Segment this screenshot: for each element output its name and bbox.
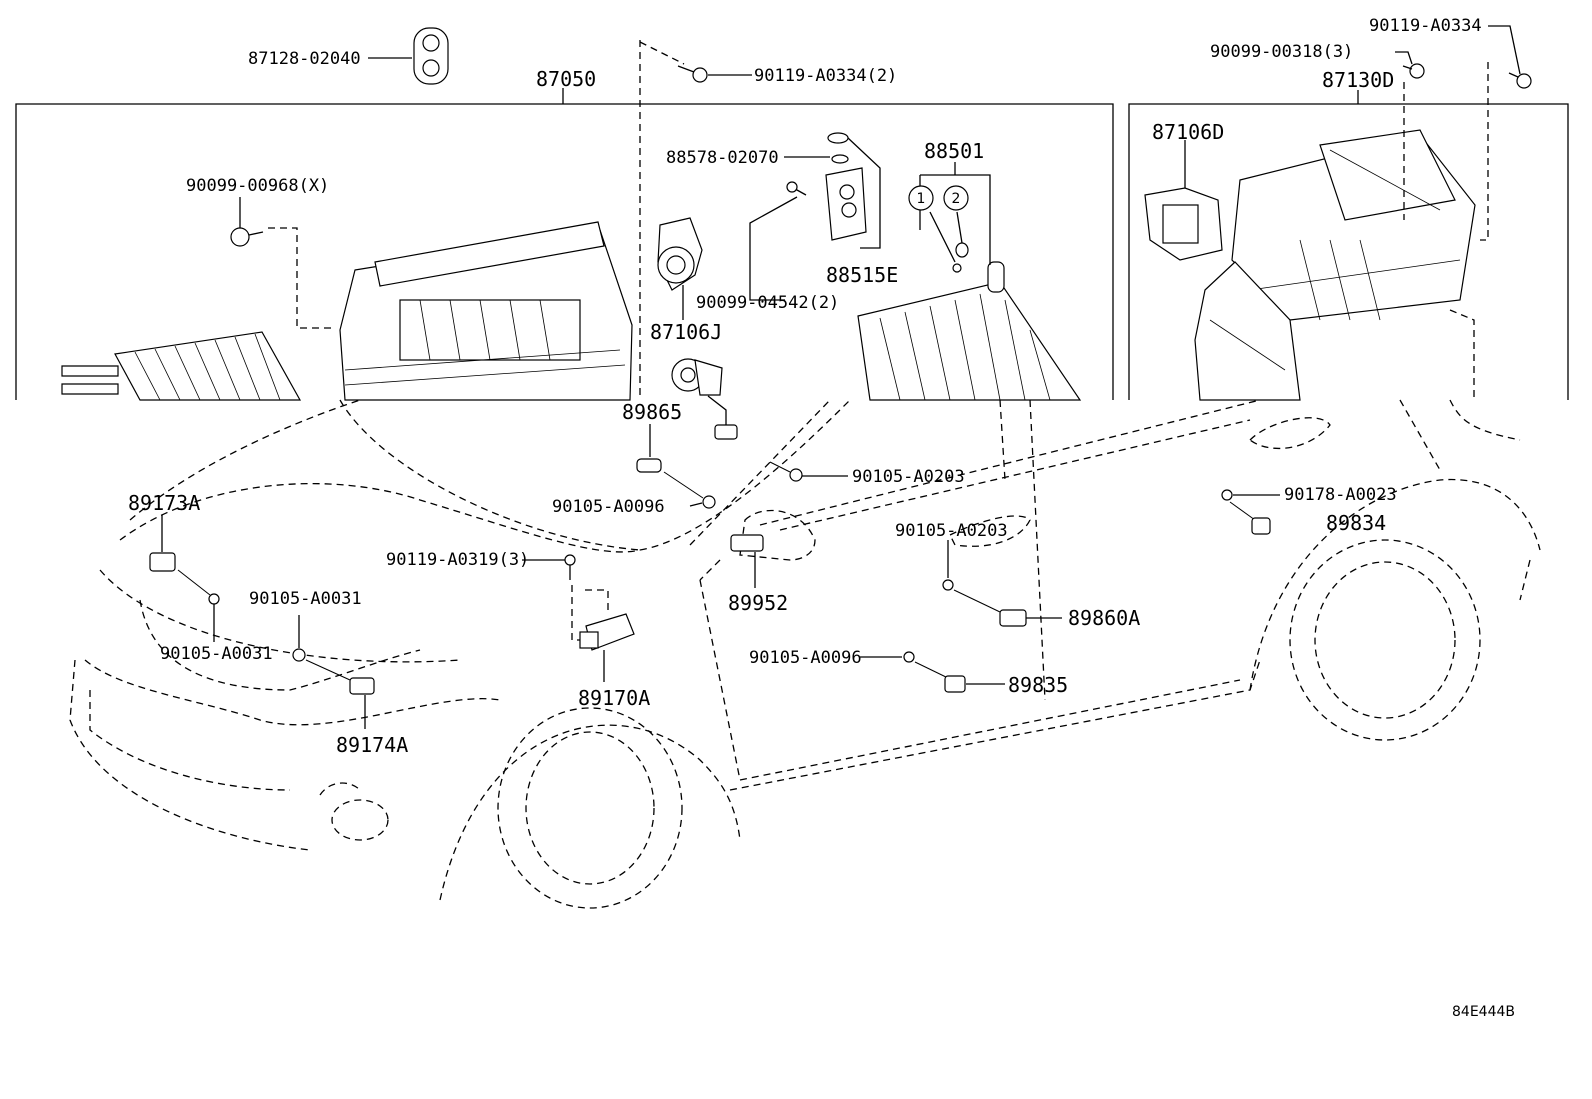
label-88501: 88501: [924, 139, 984, 163]
heater-core-icon: [61, 331, 302, 401]
label-87106d: 87106D: [1152, 120, 1224, 144]
blower-unit-frame: [1128, 90, 1569, 400]
evaporator-icon: [857, 162, 1082, 401]
label-90105-a0096-bot: 90105-A0096: [749, 648, 862, 668]
circle-badge-1: 1: [908, 185, 934, 211]
clip-icon: [663, 461, 848, 509]
label-89174a: 89174A: [336, 733, 408, 757]
label-89170a: 89170A: [578, 686, 650, 710]
sensor-89173a-icon: [149, 515, 220, 642]
o-ring-icon: [784, 132, 849, 164]
screw-icon: [230, 197, 335, 329]
car-outline: [69, 399, 1541, 909]
label-90119-a0334-2: 90119-A0334(2): [754, 66, 897, 86]
label-89834: 89834: [1326, 511, 1386, 535]
svg-text:1: 1: [917, 191, 926, 207]
label-90105-a0096-top: 90105-A0096: [552, 497, 665, 517]
sensor-89835-icon: [860, 651, 1005, 693]
label-90099-04542: 90099-04542(2): [696, 293, 839, 313]
label-90105-a0203-top: 90105-A0203: [852, 467, 965, 487]
sensor-89174a-icon: [292, 615, 375, 729]
heater-unit-frame: [15, 88, 1114, 400]
servo-motor-icon: [671, 358, 727, 428]
label-89865: 89865: [622, 400, 682, 424]
label-89835: 89835: [1008, 673, 1068, 697]
label-90178-a0023: 90178-A0023: [1284, 485, 1397, 505]
label-87130d: 87130D: [1322, 68, 1394, 92]
label-90099-00968: 90099-00968(X): [186, 176, 329, 196]
label-89173a: 89173A: [128, 491, 200, 515]
servo-motor-icon: [657, 217, 703, 320]
label-87106j: 87106J: [650, 320, 722, 344]
label-88578-02070: 88578-02070: [666, 148, 779, 168]
bolt-icon: [677, 65, 752, 83]
svg-text:2: 2: [952, 191, 961, 207]
label-87050: 87050: [536, 67, 596, 91]
sensor-89952-icon: [730, 534, 764, 588]
label-87128-02040: 87128-02040: [248, 49, 361, 69]
sensor-89865-icon: [636, 424, 738, 473]
leader-dashed: [639, 41, 685, 65]
circle-badge-2: 2: [943, 185, 969, 211]
drawing-code: 84E444B: [1452, 1004, 1515, 1020]
grommet-icon: [368, 27, 449, 85]
sensor-89170a-icon: [579, 613, 635, 682]
label-88515e: 88515E: [826, 263, 898, 287]
blower-servo-icon: [1144, 140, 1223, 261]
label-90105-a0203-mid: 90105-A0203: [895, 521, 1008, 541]
label-90105-a0031-a: 90105-A0031: [249, 589, 362, 609]
label-90099-00318-3: 90099-00318(3): [1210, 42, 1353, 62]
label-89952: 89952: [728, 591, 788, 615]
heater-case-icon: [339, 221, 633, 401]
valve-bolt-icon: [749, 181, 807, 301]
sensor-89834-icon: [1221, 489, 1280, 535]
callout-labels: 87128-02040 87050 90119-A0334(2) 88578-0…: [128, 16, 1515, 1020]
label-89860a: 89860A: [1068, 606, 1140, 630]
blower-bolts-icon: [1395, 25, 1532, 400]
label-90119-a0319-3: 90119-A0319(3): [386, 550, 529, 570]
blower-case-icon: [1194, 129, 1476, 401]
label-90105-a0031-b: 90105-A0031: [160, 644, 273, 664]
expansion-valve-icon: [825, 137, 881, 249]
label-90119-a0334: 90119-A0334: [1369, 16, 1482, 36]
sensor-89860a-icon: [942, 540, 1062, 627]
